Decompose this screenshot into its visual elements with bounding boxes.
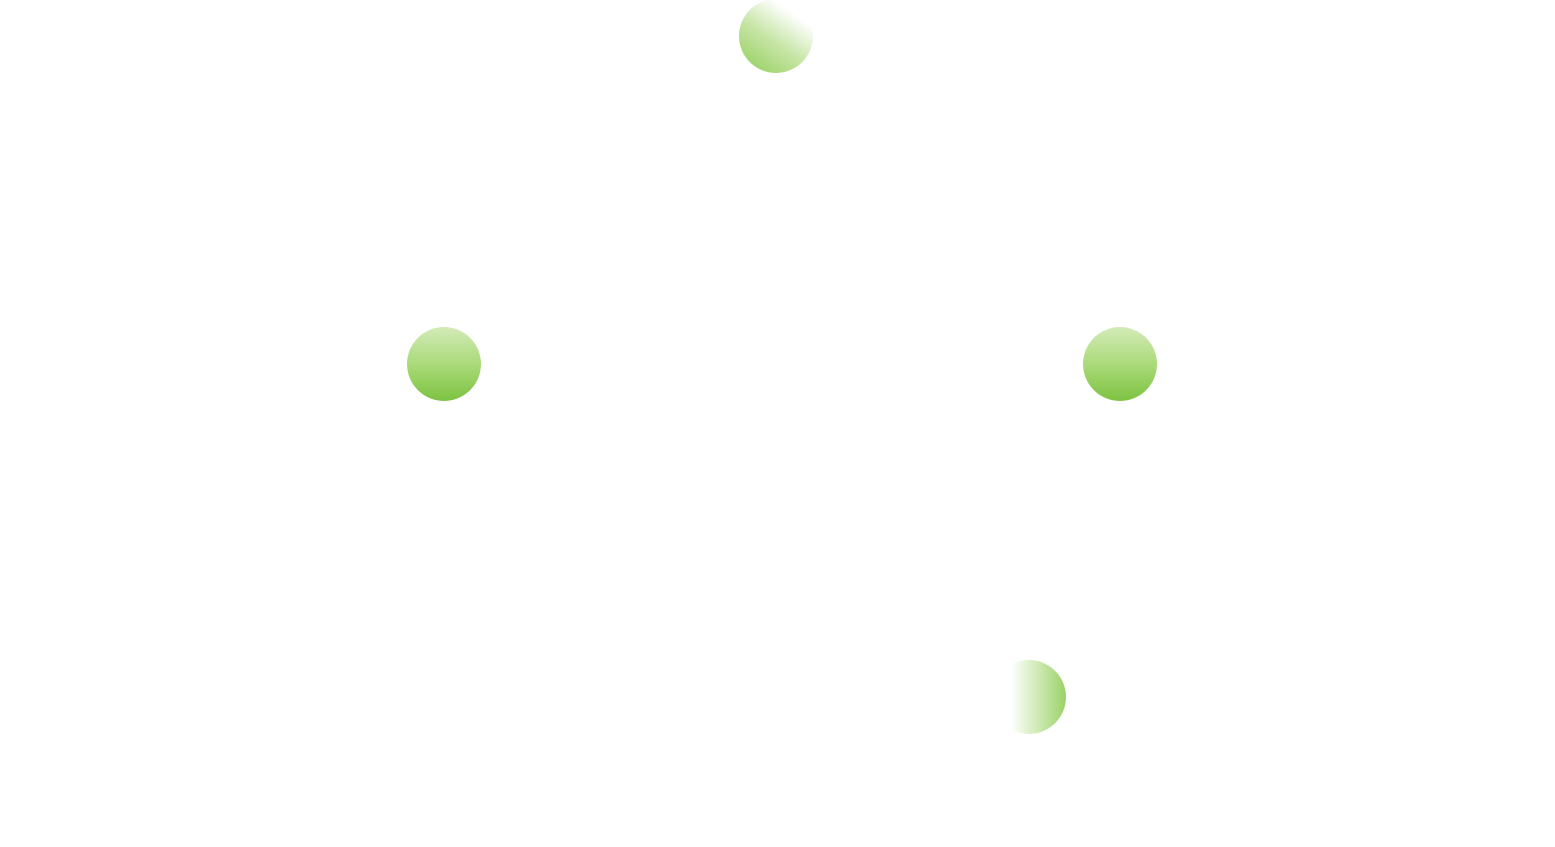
spinner-dot-bottom [992,660,1066,734]
spinner-dot-right [1083,327,1157,401]
spinner-dot-top [739,0,813,73]
spinner-dot-left [407,327,481,401]
